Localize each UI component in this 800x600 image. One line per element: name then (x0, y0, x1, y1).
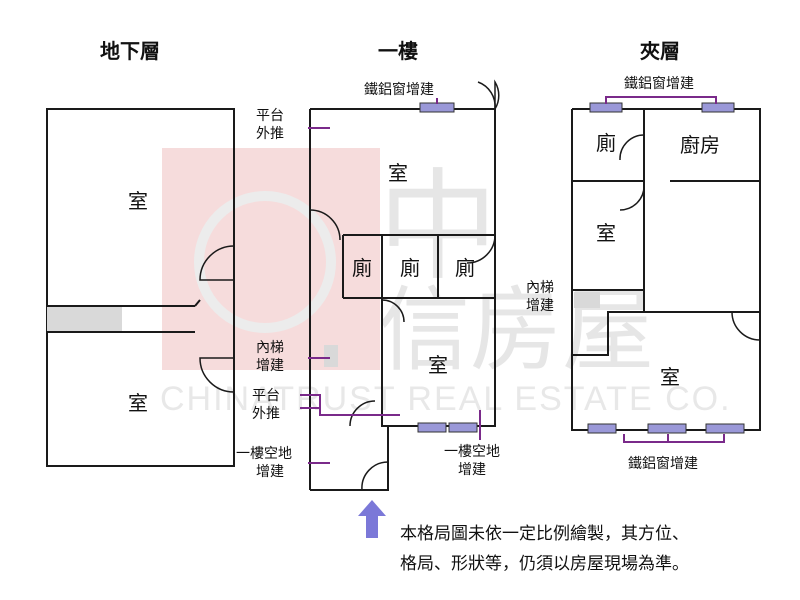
leader-line (605, 96, 717, 104)
f1-door (466, 234, 496, 264)
note-yard-left-line1: 一樓空地 (236, 446, 292, 462)
m-window-bottom (647, 423, 687, 434)
room-m-bottom: 室 (660, 365, 680, 389)
watermark: 中 信房屋 CHINATRUST REAL ESTATE CO. (160, 148, 732, 418)
room-m-room: 室 (596, 221, 616, 245)
room-f1-wc3: 廁 (455, 256, 475, 280)
note-platform2-line2: 外推 (252, 406, 280, 422)
basement-outline (46, 108, 235, 467)
m-window-top (701, 102, 735, 113)
f1-outer-wall (310, 426, 389, 491)
note-yard-right-line1: 一樓空地 (444, 444, 500, 460)
title-first-floor: 一樓 (378, 39, 418, 63)
room-f1-bottom: 室 (428, 353, 448, 377)
note-stair-line2: 增建 (256, 358, 284, 374)
f1-door (361, 461, 389, 491)
note-platform2-line1: 平台 (252, 388, 280, 404)
room-f1-wc2: 廁 (400, 256, 420, 280)
watermark-brand-en: CHINATRUST REAL ESTATE CO. (160, 380, 732, 418)
leader-line (300, 394, 400, 416)
note-m-stair-line1: 內梯 (526, 280, 554, 296)
m-stair (574, 292, 600, 308)
mezzanine-plan: 廁 廚房 室 室 (571, 102, 761, 434)
f1-window-top (419, 102, 455, 113)
watermark-brand-zh-2: 信房屋 (378, 277, 654, 384)
note-yard-left-line2: 增建 (256, 464, 284, 480)
m-door (619, 184, 645, 211)
note-m-window-bottom: 鐵鋁窗增建 (628, 455, 698, 472)
title-basement: 地下層 (100, 39, 160, 63)
m-door (619, 134, 645, 161)
note-platform1-line2: 外推 (256, 126, 284, 142)
f1-stair (324, 345, 338, 367)
room-m-kitchen: 廚房 (680, 133, 720, 157)
f1-window-bottom (448, 422, 478, 433)
f1-door (381, 299, 405, 323)
first-floor-plan: 室 廁 廁 廁 室 (309, 79, 500, 491)
m-window-bottom (705, 423, 745, 434)
room-f1-top: 室 (388, 161, 408, 185)
note-stair-line1: 內梯 (256, 340, 284, 356)
title-mezzanine: 夾層 (640, 39, 680, 63)
note-f1-window: 鐵鋁窗增建 (364, 81, 434, 98)
disclaimer-line2: 格局、形狀等，仍須以房屋現場為準。 (400, 554, 689, 574)
note-yard-right-line2: 增建 (458, 462, 486, 478)
room-basement-top: 室 (128, 189, 148, 213)
basement-wall (194, 299, 201, 307)
up-arrow-icon (358, 500, 386, 538)
f1-door (494, 79, 500, 110)
basement-door (199, 245, 235, 281)
f1-window-bottom (417, 422, 447, 433)
room-m-wc: 廁 (596, 131, 616, 155)
room-f1-wc1: 廁 (352, 256, 372, 280)
m-annotations: 鐵鋁窗增建 內梯 增建 鐵鋁窗增建 (526, 75, 725, 472)
f1-door (309, 209, 341, 241)
m-window-top (589, 102, 623, 113)
m-door (731, 311, 761, 341)
watermark-logo-circle (194, 191, 336, 333)
m-window-bottom (587, 423, 617, 434)
f1-annotations: 鐵鋁窗增建 平台 外推 內梯 增建 平台 外推 一樓空地 增建 一樓空地 增建 (236, 81, 500, 480)
basement-plan: 室 室 (46, 108, 235, 467)
basement-door (199, 357, 235, 393)
note-m-stair-line2: 增建 (526, 298, 554, 314)
room-basement-bottom: 室 (128, 391, 148, 415)
note-m-window-top: 鐵鋁窗增建 (624, 75, 694, 92)
f1-door (477, 81, 496, 110)
f1-door (349, 400, 376, 427)
m-interior-wall (572, 289, 645, 356)
basement-corridor (47, 306, 122, 332)
disclaimer-line1: 本格局圖未依一定比例繪製，其方位、 (400, 524, 689, 544)
leader-line (623, 434, 725, 443)
m-outer-wall (571, 108, 761, 431)
note-platform1-line1: 平台 (256, 108, 284, 124)
